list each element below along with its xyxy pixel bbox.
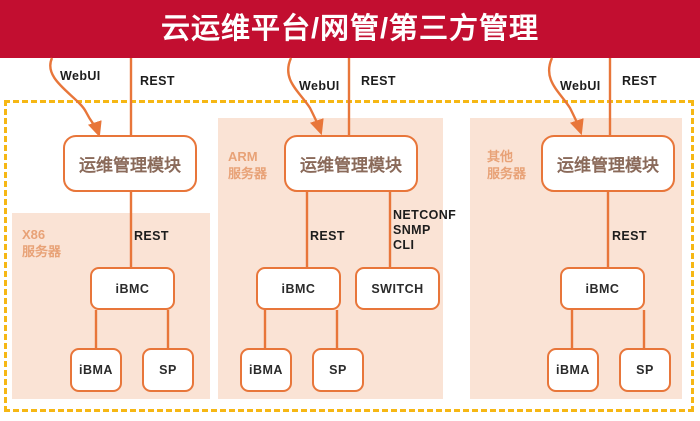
node-ibma-x86[interactable]: iBMA [70,348,122,392]
protocol-label-rest-x86: REST [134,229,169,243]
node-module-arm[interactable]: 运维管理模块 [284,135,418,192]
protocol-label-rest-other: REST [612,229,647,243]
node-module-x86-label: 运维管理模块 [79,156,181,175]
node-ibma-x86-label: iBMA [79,363,113,377]
protocol-label-snmp: SNMP [393,223,431,237]
node-sp-other-label: SP [636,363,654,377]
server-panel-label-arm-line1: ARM [228,149,258,164]
server-panel-label-arm: ARM 服务器 [228,148,267,182]
node-ibmc-x86-label: iBMC [115,281,150,296]
server-panel-label-x86: X86 服务器 [22,226,61,260]
server-panel-label-other-line2: 服务器 [487,166,527,181]
node-ibmc-other[interactable]: iBMC [560,267,645,310]
server-panel-label-x86-line2: 服务器 [22,244,62,259]
node-module-other[interactable]: 运维管理模块 [541,135,675,192]
server-panel-label-other-line1: 其他 [487,149,514,164]
protocol-label-webui-2: WebUI [299,79,340,93]
protocol-label-rest-1: REST [140,74,175,88]
header-banner: 云运维平台/网管/第三方管理 [0,0,700,58]
server-panel-label-other: 其他 服务器 [487,148,526,182]
node-ibma-arm-label: iBMA [249,363,283,377]
node-sp-x86-label: SP [159,363,177,377]
node-sp-arm[interactable]: SP [312,348,364,392]
protocol-label-webui-3: WebUI [560,79,601,93]
node-ibma-other[interactable]: iBMA [547,348,599,392]
node-switch-arm[interactable]: SWITCH [355,267,440,310]
node-sp-x86[interactable]: SP [142,348,194,392]
protocol-label-webui-1: WebUI [60,69,101,83]
node-switch-arm-label: SWITCH [371,281,424,296]
protocol-label-rest-arm: REST [310,229,345,243]
node-module-other-label: 运维管理模块 [557,156,659,175]
node-ibmc-other-label: iBMC [585,281,620,296]
node-sp-other[interactable]: SP [619,348,671,392]
protocol-label-netconf: NETCONF [393,208,457,222]
node-ibmc-arm-label: iBMC [281,281,316,296]
node-sp-arm-label: SP [329,363,347,377]
node-ibmc-arm[interactable]: iBMC [256,267,341,310]
node-module-x86[interactable]: 运维管理模块 [63,135,197,192]
protocol-label-rest-2: REST [361,74,396,88]
server-panel-label-arm-line2: 服务器 [228,166,268,181]
node-ibma-arm[interactable]: iBMA [240,348,292,392]
protocol-label-switch-arm: NETCONF SNMP CLI [393,208,456,253]
node-ibma-other-label: iBMA [556,363,590,377]
node-ibmc-x86[interactable]: iBMC [90,267,175,310]
protocol-label-rest-3: REST [622,74,657,88]
protocol-label-cli: CLI [393,238,415,252]
page-title: 云运维平台/网管/第三方管理 [160,12,540,45]
node-module-arm-label: 运维管理模块 [300,156,402,175]
server-panel-label-x86-line1: X86 [22,227,46,242]
